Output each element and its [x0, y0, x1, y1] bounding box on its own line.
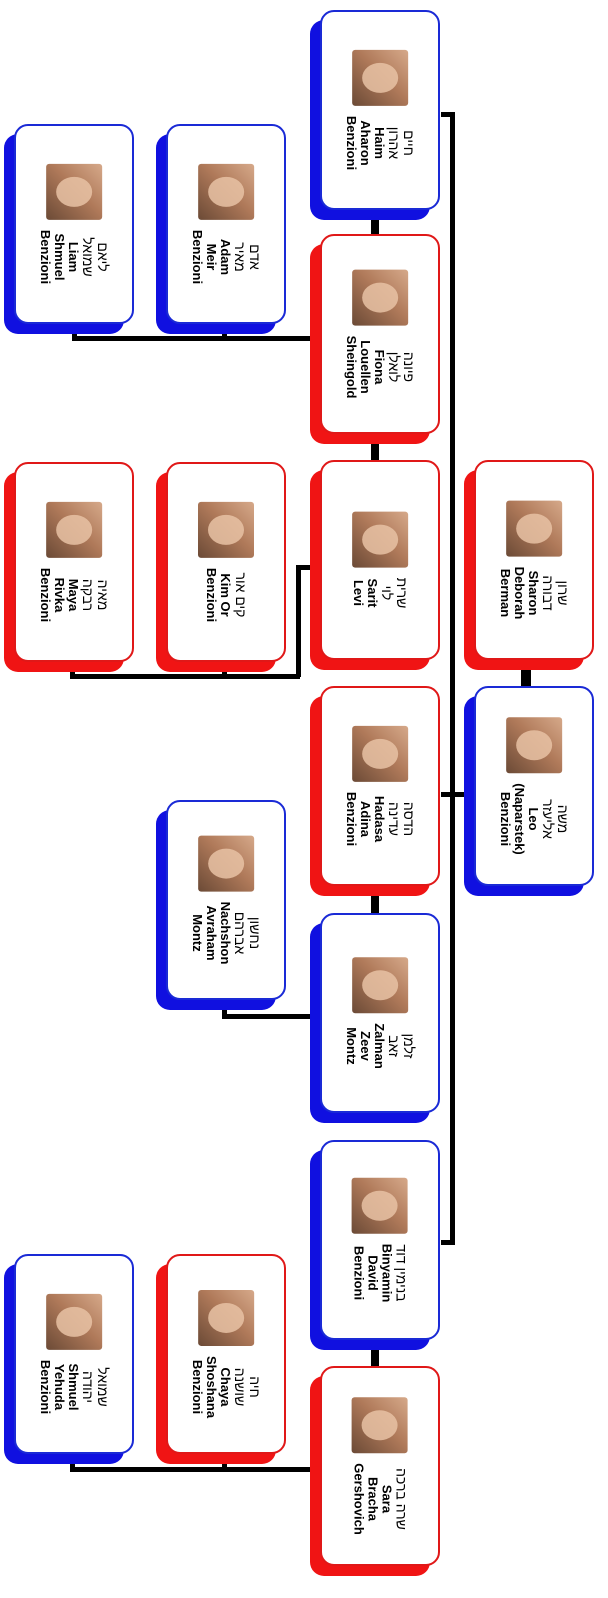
english-name: Chaya Shoshana Benzioni [189, 1355, 233, 1419]
portrait-photo [198, 163, 254, 220]
hebrew-name: מאיה רבקה [80, 578, 112, 612]
person-card-maya[interactable]: מאיה רבקה Maya Rivka Benzioni [14, 462, 134, 662]
english-name: Binyamin David Benzioni [351, 1243, 395, 1303]
connector-line [222, 664, 227, 678]
person-card-nachshon[interactable]: נחשון אברהם Nachshon Avraham Montz [166, 800, 286, 1000]
portrait-photo [352, 1397, 409, 1454]
portrait-photo [198, 1289, 254, 1346]
connector-line [70, 1457, 75, 1471]
portrait-photo [352, 957, 408, 1014]
connector-line [222, 1014, 312, 1019]
hebrew-name: בנימין דוד [393, 1244, 410, 1302]
person-card-liam[interactable]: ליאם שמואל Liam Shmuel Benzioni [14, 124, 134, 324]
connector-line [371, 434, 379, 460]
portrait-photo [352, 511, 408, 568]
english-name: Zalman Zeev Montz [343, 1023, 387, 1069]
portrait-photo [506, 500, 562, 557]
portrait-photo [198, 835, 254, 892]
portrait-photo [506, 717, 562, 774]
person-card-sharon[interactable]: שרון דבורה Sharon Deborah Berman [474, 460, 594, 660]
person-card-adam[interactable]: אדם מאיר Adam Meir Benzioni [166, 124, 286, 324]
person-card-kim[interactable]: קים אור Kim Or Benzioni [166, 462, 286, 662]
connector-line [371, 212, 379, 234]
english-name: Fiona Louellen Sheingold [343, 335, 387, 399]
english-name: Liam Shmuel Benzioni [37, 229, 81, 285]
person-card-shmuel[interactable]: שמואל יהודה Shmuel Yehuda Benzioni [14, 1254, 134, 1454]
connector-line [70, 664, 75, 678]
connector-line [72, 336, 312, 341]
connector-line [441, 792, 465, 797]
hebrew-name: שרית לוי [379, 577, 411, 609]
hebrew-name: ליאם שמואל [80, 237, 112, 277]
connector-line [441, 112, 453, 117]
connector-line [222, 326, 227, 340]
connector-line [72, 326, 77, 340]
person-card-leo[interactable]: משה אליעזר Leo (Naparstek) Benzioni [474, 686, 594, 886]
english-name: Leo (Naparstek) Benzioni [497, 783, 541, 855]
english-name: Maya Rivka Benzioni [37, 567, 81, 623]
connector-line [371, 1340, 379, 1366]
person-card-fiona[interactable]: פיונה לואלן Fiona Louellen Sheingold [320, 234, 440, 434]
person-card-chaya[interactable]: חיה שושנה Chaya Shoshana Benzioni [166, 1254, 286, 1454]
connector-line [521, 662, 531, 686]
portrait-photo [198, 501, 254, 558]
english-name: Sara Bracha Gershovich [351, 1463, 395, 1535]
person-card-hadasa[interactable]: הדסה עדינה Hadasa Adina Benzioni [320, 686, 440, 886]
person-card-binyamin[interactable]: בנימין דוד Binyamin David Benzioni [320, 1140, 440, 1340]
portrait-photo [46, 1293, 102, 1350]
connector-line [371, 887, 379, 913]
connector-line [70, 1467, 312, 1472]
hebrew-name: שרה ברכה [393, 1468, 410, 1530]
english-name: Shmuel Yehuda Benzioni [37, 1359, 81, 1415]
hebrew-name: אדם מאיר [232, 242, 264, 272]
english-name: Adam Meir Benzioni [189, 229, 233, 285]
connector-line [441, 1240, 453, 1245]
portrait-photo [352, 1177, 409, 1234]
portrait-photo [352, 725, 408, 782]
connector-line [296, 565, 301, 677]
connector-line [450, 112, 455, 1245]
person-card-haim[interactable]: חיים אהרון Haim Aharon Benzioni [320, 10, 440, 210]
hebrew-name: שרון דבורה [540, 575, 572, 611]
hebrew-name: חיה שושנה [232, 1367, 264, 1407]
english-name: Kim Or Benzioni [204, 567, 234, 623]
hebrew-name: הדסה עדינה [386, 801, 418, 837]
portrait-photo [46, 501, 102, 558]
english-name: Sarit Levi [350, 578, 380, 608]
connector-line [222, 1457, 227, 1471]
hebrew-name: משה אליעזר [540, 799, 572, 839]
hebrew-name: חיים אהרון [386, 126, 418, 160]
portrait-photo [46, 163, 102, 220]
hebrew-name: קים אור [232, 572, 249, 618]
person-card-sara[interactable]: שרה ברכה Sara Bracha Gershovich [320, 1366, 440, 1566]
person-card-sarit[interactable]: שרית לוי Sarit Levi [320, 460, 440, 660]
english-name: Nachshon Avraham Montz [189, 901, 233, 965]
person-card-zalman[interactable]: זלמן זאב Zalman Zeev Montz [320, 913, 440, 1113]
hebrew-name: פיונה לואלן [386, 351, 418, 383]
portrait-photo [352, 269, 408, 326]
hebrew-name: שמואל יהודה [80, 1367, 112, 1407]
connector-line [222, 1004, 227, 1018]
hebrew-name: זלמן זאב [386, 1033, 418, 1059]
english-name: Haim Aharon Benzioni [343, 115, 387, 171]
hebrew-name: נחשון אברהם [232, 911, 264, 955]
english-name: Hadasa Adina Benzioni [343, 791, 387, 847]
english-name: Sharon Deborah Berman [497, 566, 541, 620]
connector-line [70, 674, 300, 679]
connector-line [296, 565, 312, 570]
portrait-photo [352, 49, 408, 106]
